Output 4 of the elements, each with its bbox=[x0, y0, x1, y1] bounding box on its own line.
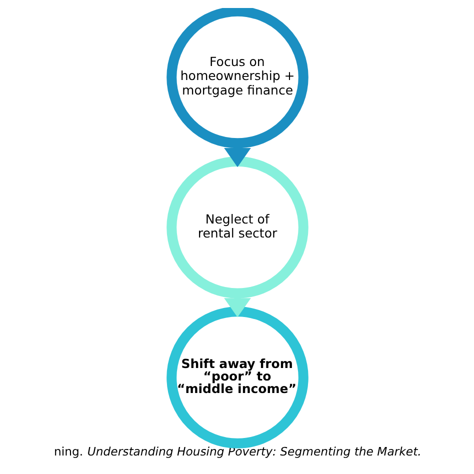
node-circle: Focus on homeownership + mortgage finance bbox=[166, 8, 308, 148]
node-circle: Neglect of rental sector bbox=[166, 156, 308, 298]
arrow bbox=[224, 148, 250, 168]
arrow bbox=[224, 298, 250, 318]
